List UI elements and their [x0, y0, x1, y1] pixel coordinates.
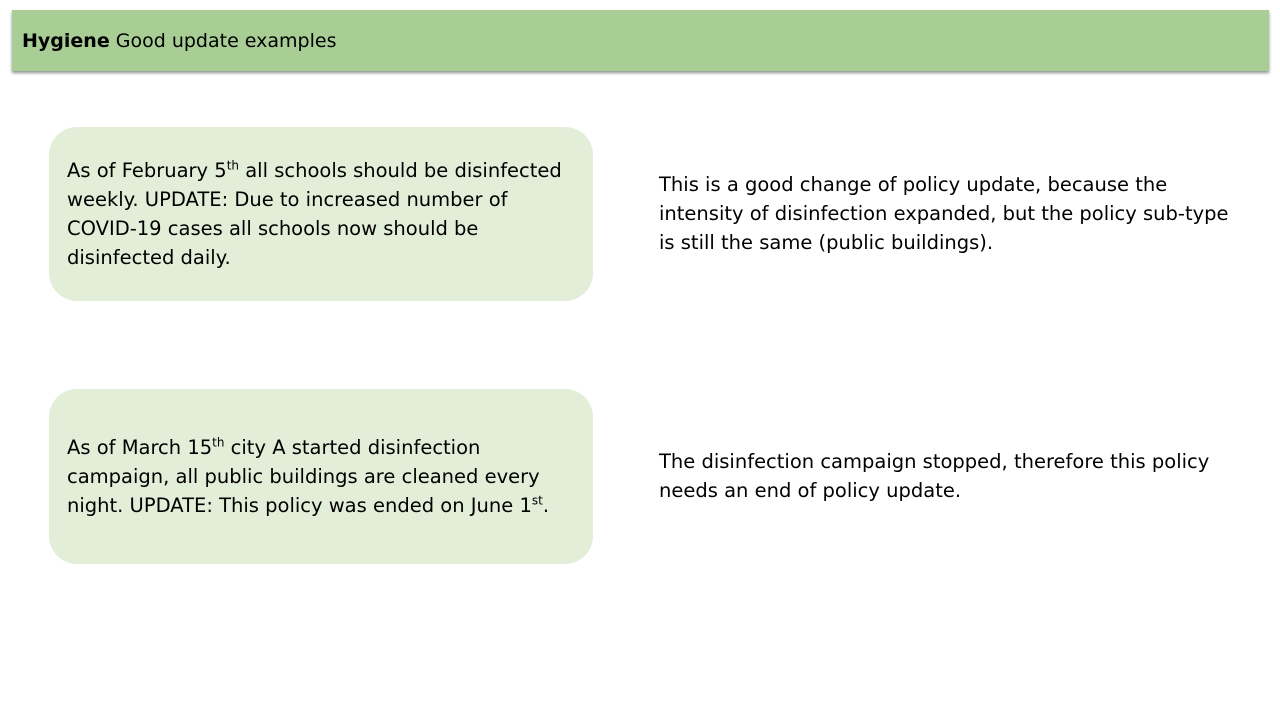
title-text: Good update examples	[115, 29, 337, 52]
ordinal-suffix: st	[531, 493, 543, 508]
ordinal-suffix: th	[212, 435, 225, 450]
explanation-1: This is a good change of policy update, …	[659, 173, 1229, 254]
example-text-2: As of March 15th city A started disinfec…	[67, 435, 550, 517]
title-category: Hygiene	[22, 29, 110, 52]
example-text-1: As of February 5th all schools should be…	[67, 158, 562, 269]
explanation-2: The disinfection campaign stopped, there…	[659, 450, 1210, 502]
example-box-2: As of March 15th city A started disinfec…	[49, 389, 593, 564]
ordinal-suffix: th	[226, 158, 240, 173]
slide-title-bar: Hygiene Good update examples	[12, 10, 1269, 71]
example-box-1: As of February 5th all schools should be…	[49, 127, 593, 301]
